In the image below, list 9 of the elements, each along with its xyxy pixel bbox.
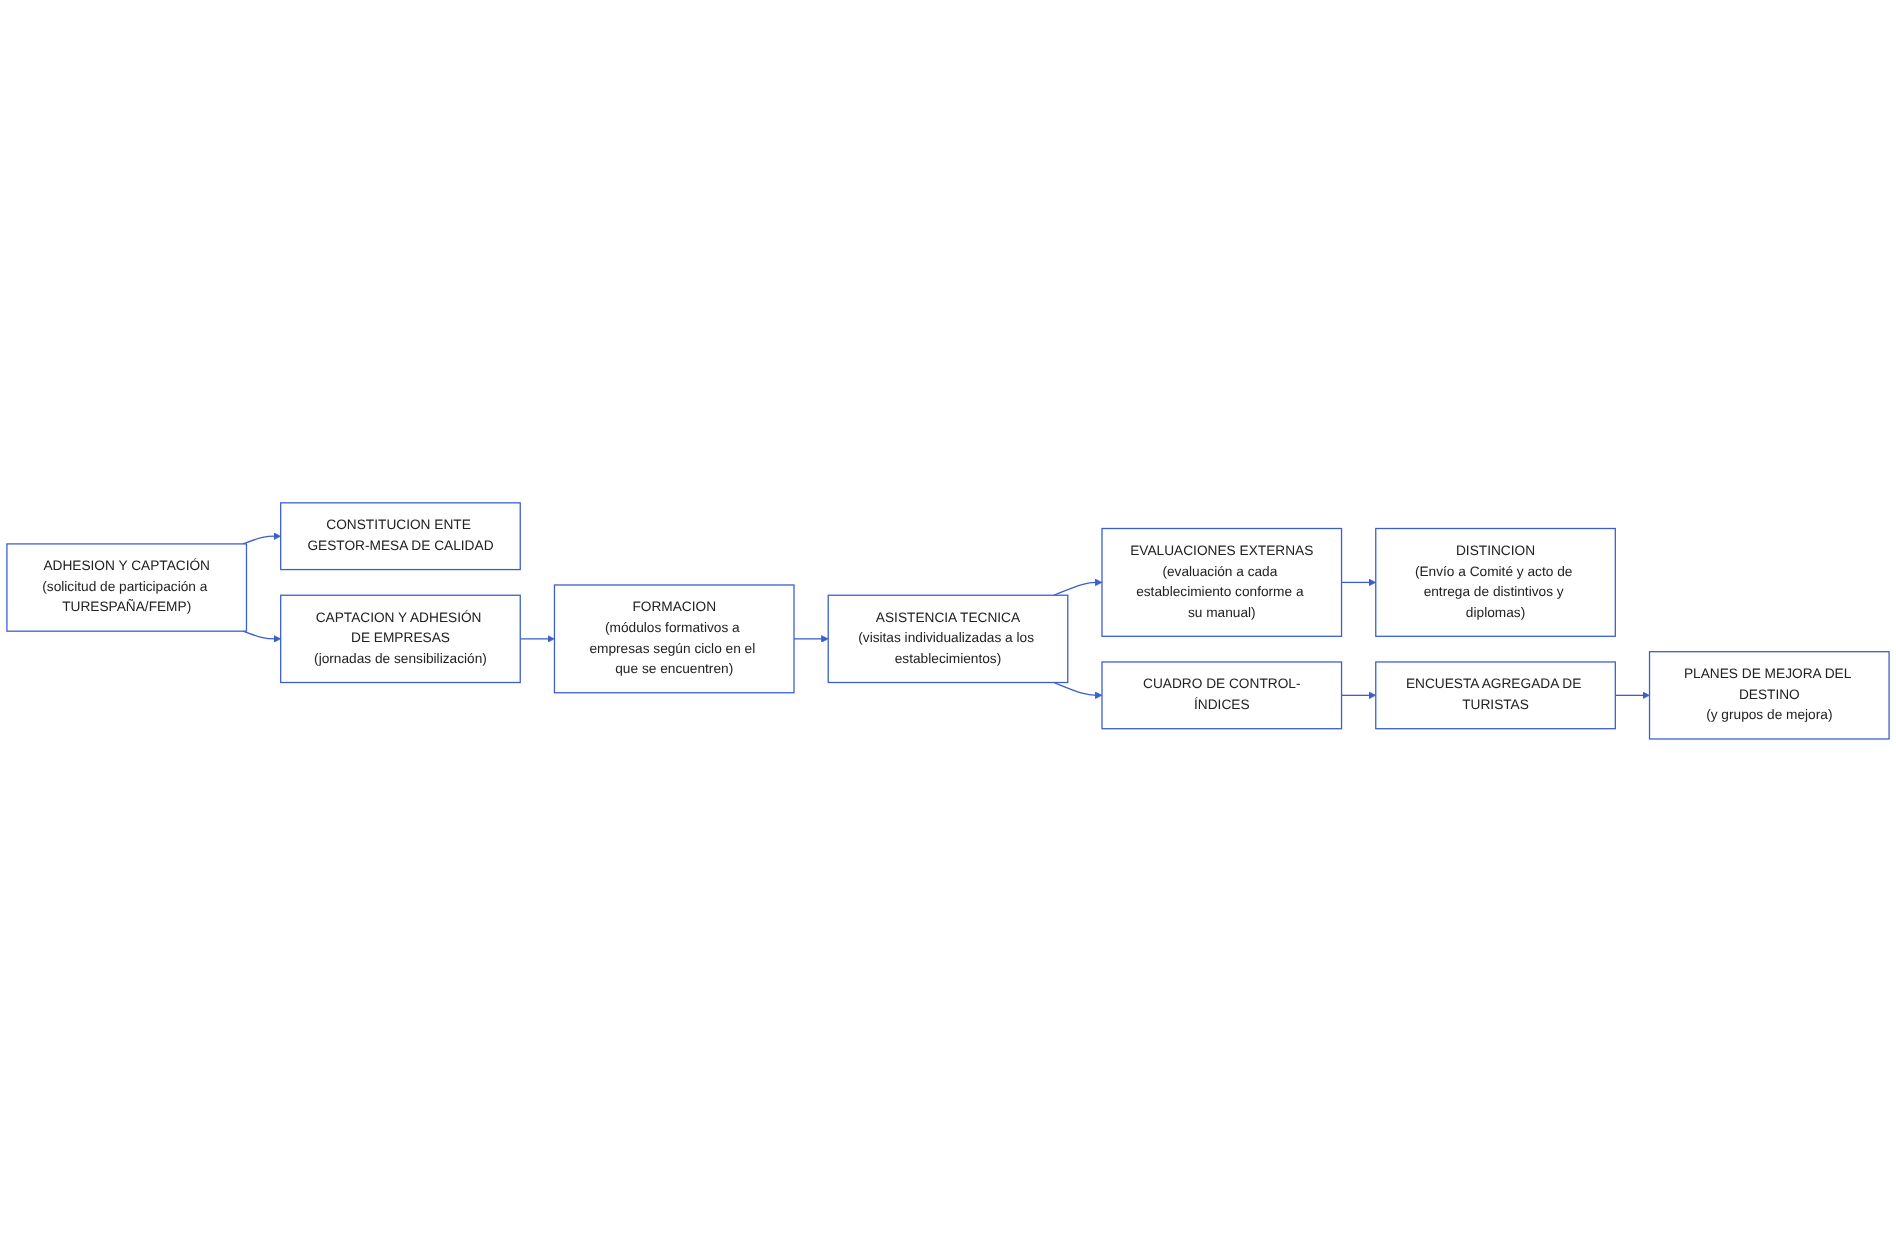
arrow	[242, 532, 282, 545]
arrow	[1053, 578, 1103, 596]
arrow	[1053, 681, 1103, 700]
arrow	[1340, 691, 1377, 700]
arrow	[793, 635, 829, 643]
arrow	[242, 630, 282, 643]
arrow	[1340, 578, 1377, 587]
arrow	[519, 635, 555, 643]
arrow	[1614, 691, 1650, 700]
